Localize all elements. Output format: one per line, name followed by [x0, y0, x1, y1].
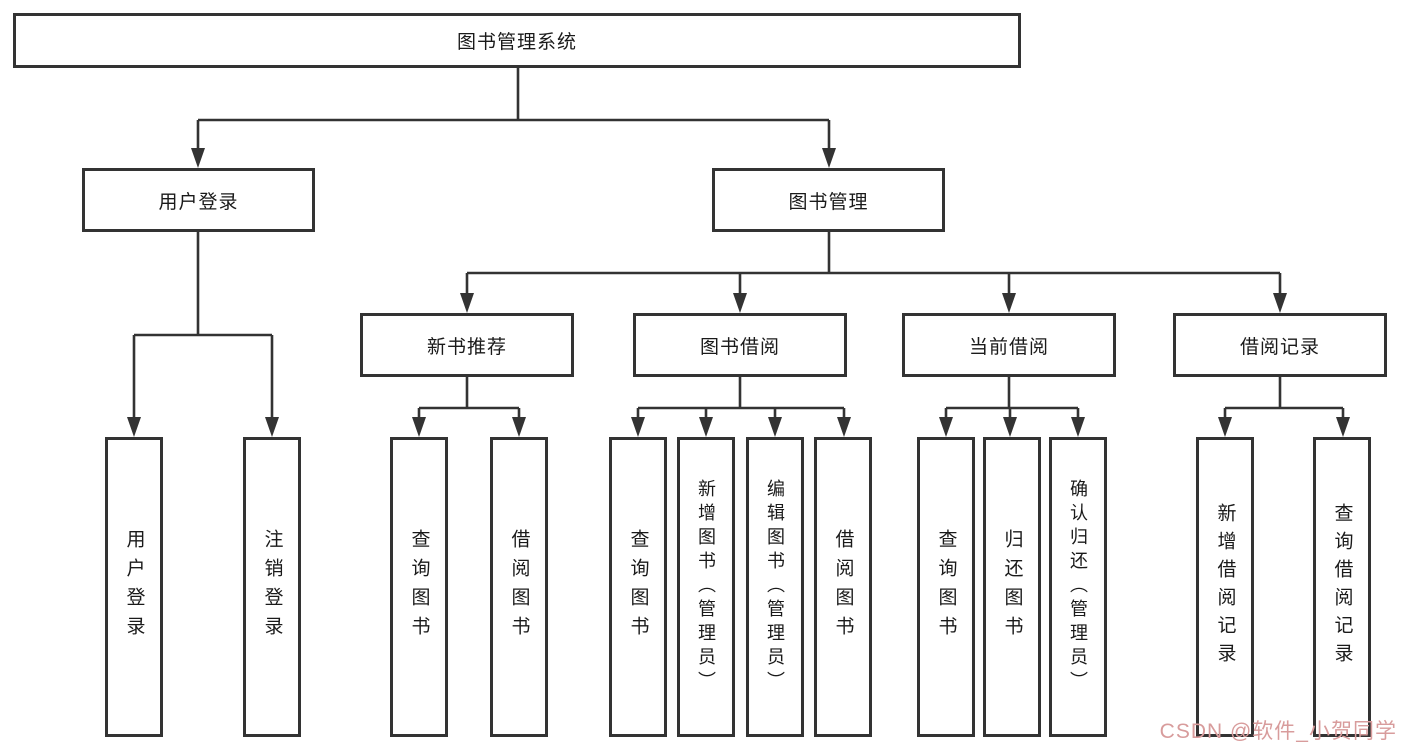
leaf-node-add-borrow-record: 新增借阅记录 [1196, 437, 1254, 737]
branch-node-label: 用户登录 [158, 191, 239, 213]
leaf-node-label: 注销登录 [261, 529, 283, 645]
section-node-current-borrow: 当前借阅 [902, 313, 1116, 377]
csdn-watermark: CSDN @软件_小贺同学 [1159, 720, 1397, 743]
leaf-node-label: 借阅图书 [508, 529, 530, 645]
leaf-node-label: 查询借阅记录 [1331, 503, 1353, 671]
leaf-node-confirm-return-admin: 确认归还（管理员） [1049, 437, 1107, 737]
leaf-node-label: 查询图书 [408, 529, 430, 645]
branch-node-label: 图书管理 [788, 191, 869, 213]
root-node-library-system: 图书管理系统 [13, 13, 1021, 68]
leaf-node-label: 查询图书 [627, 529, 649, 645]
leaf-node-query-books-borrow: 查询图书 [609, 437, 667, 737]
leaf-node-edit-books-admin: 编辑图书（管理员） [746, 437, 804, 737]
leaf-node-label: 新增借阅记录 [1214, 503, 1236, 671]
leaf-node-label: 归还图书 [1001, 529, 1023, 645]
branch-node-book-management: 图书管理 [712, 168, 945, 232]
section-node-label: 图书借阅 [699, 336, 780, 358]
leaf-node-query-borrow-record: 查询借阅记录 [1313, 437, 1371, 737]
leaf-node-user-login: 用户登录 [105, 437, 163, 737]
section-node-label: 新书推荐 [426, 336, 507, 358]
leaf-node-return-books: 归还图书 [983, 437, 1041, 737]
section-node-borrow-record: 借阅记录 [1173, 313, 1387, 377]
leaf-node-add-books-admin: 新增图书（管理员） [677, 437, 735, 737]
leaf-node-borrow-books: 借阅图书 [814, 437, 872, 737]
leaf-node-label: 新增图书（管理员） [696, 479, 716, 695]
section-node-new-book-recommend: 新书推荐 [360, 313, 574, 377]
section-node-label: 借阅记录 [1239, 336, 1320, 358]
leaf-node-label: 用户登录 [123, 529, 145, 645]
root-node-label: 图书管理系统 [456, 32, 577, 53]
leaf-node-label: 确认归还（管理员） [1068, 479, 1088, 695]
leaf-node-label: 借阅图书 [832, 529, 854, 645]
leaf-node-label: 编辑图书（管理员） [765, 479, 785, 695]
section-node-book-borrow: 图书借阅 [633, 313, 847, 377]
leaf-node-query-books-current: 查询图书 [917, 437, 975, 737]
leaf-node-label: 查询图书 [935, 529, 957, 645]
section-node-label: 当前借阅 [968, 336, 1049, 358]
leaf-node-borrow-books-recommend: 借阅图书 [490, 437, 548, 737]
leaf-node-query-books-recommend: 查询图书 [390, 437, 448, 737]
branch-node-user-login: 用户登录 [82, 168, 315, 232]
leaf-node-logout: 注销登录 [243, 437, 301, 737]
